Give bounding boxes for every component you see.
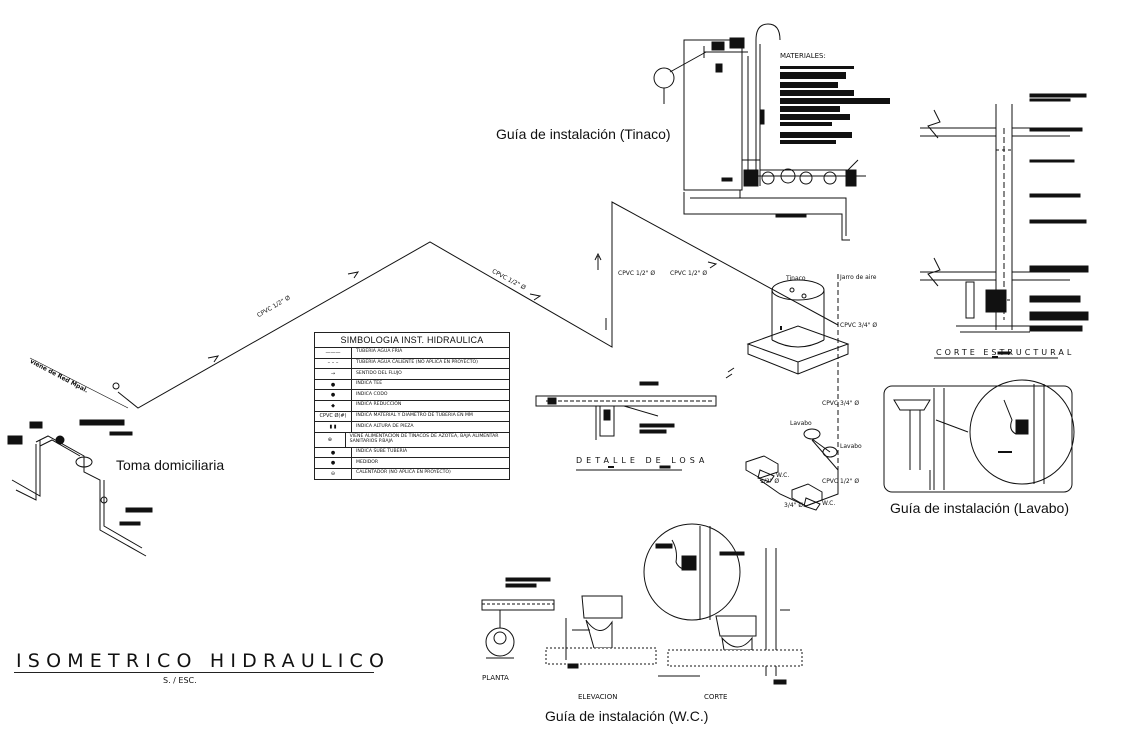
tinaco-guide (653, 23, 866, 241)
legend-text: TUBERIA AGUA CALIENTE (NO APLICA EN PROY… (356, 359, 478, 365)
materials-list (780, 66, 890, 144)
legend-symbol: CPVC Ø(#) (315, 411, 352, 422)
lavabo-label: Lavabo (790, 420, 812, 427)
legend-text: VIENE ALIMENTACION DE TINACOS DE AZOTEA,… (349, 433, 499, 444)
legend-heading: SIMBOLOGIA INST. HIDRAULICA (315, 333, 509, 348)
legend-symbol: ● (315, 379, 352, 390)
drawing-title: ISOMETRICO HIDRAULICO (16, 650, 391, 672)
tinaco-isometric (746, 279, 850, 375)
detalle-losa (535, 381, 717, 471)
lavabo-label-2: Lavabo (840, 443, 862, 450)
legend-text: INDICA SUBE TUBERIA (356, 449, 408, 455)
legend-row: ⊕VIENE ALIMENTACION DE TINACOS DE AZOTEA… (315, 432, 509, 448)
legend-table: SIMBOLOGIA INST. HIDRAULICA ——— TUBERIA A… (314, 332, 510, 480)
detalle-losa-caption: DETALLE DE LOSA (576, 456, 709, 465)
isometric-pipe-run (117, 201, 839, 490)
wc-label-1: W.C. (776, 472, 790, 479)
legend-rows: ——— TUBERIA AGUA FRIA – – – TUBERIA AGUA CA… (315, 348, 509, 479)
diameter-label-2: 3/4" Ø (784, 502, 804, 509)
legend-symbol: ⊕ (315, 432, 346, 447)
toma-caption: Toma domiciliaria (116, 457, 225, 473)
pipe-label-6: CPVC 3/4" Ø (822, 400, 860, 407)
tinaco-label: Tinaco (786, 275, 806, 282)
corte-label: CORTE (704, 693, 728, 701)
legend-symbol: ——— (315, 348, 352, 358)
legend-row: ⊖ CALENTADOR (NO APLICA EN PROYECTO) (315, 468, 509, 479)
corte-estructural (920, 93, 1089, 355)
legend-text: TUBERIA AGUA FRIA (356, 349, 403, 355)
title-underline (14, 672, 374, 673)
pipe-label-4: CPVC 1/2" Ø (670, 270, 708, 277)
legend-symbol: ● (315, 390, 352, 400)
isometric-fixtures (745, 428, 839, 511)
legend-symbol: ▮ ▮ (315, 422, 352, 432)
wc-guide-caption: Guía de instalación (W.C.) (545, 708, 709, 724)
materials-heading: MATERIALES: (780, 52, 826, 60)
legend-row: CPVC Ø(#) INDICA MATERIAL Y DIAMETRO DE T… (315, 411, 509, 423)
legend-symbol: ⊖ (315, 468, 352, 479)
corte-estructural-caption: CORTE ESTRUCTURAL (936, 348, 1075, 357)
legend-symbol: – – – (315, 358, 352, 369)
legend-row: – – – TUBERIA AGUA CALIENTE (NO APLICA EN… (315, 358, 509, 370)
annotation-bars (608, 326, 998, 468)
legend-row: ● INDICA TEE (315, 379, 509, 391)
legend-row: ● MEDIDOR (315, 458, 509, 469)
legend-symbol: ◆ (315, 400, 352, 411)
lavabo-guide-caption: Guía de instalación (Lavabo) (890, 500, 1069, 516)
legend-row: ● INDICA SUBE TUBERIA (315, 447, 509, 459)
elevacion-label: ELEVACION (578, 693, 618, 701)
planta-label: PLANTA (482, 674, 509, 682)
legend-row: ● INDICA CODO (315, 390, 509, 401)
legend-symbol: ● (315, 458, 352, 468)
legend-symbol: ● (315, 447, 352, 458)
wc-label-2: W.C. (822, 500, 836, 507)
legend-text: SENTIDO DEL FLUJO (356, 370, 402, 376)
pipe-label-7: CPVC 1/2" Ø (822, 478, 860, 485)
legend-text: INDICA ALTURA DE PIEZA (356, 423, 414, 429)
legend-row: → SENTIDO DEL FLUJO (315, 369, 509, 380)
legend-text: INDICA MATERIAL Y DIAMETRO DE TUBERIA EN… (356, 412, 473, 418)
jarro-aire-label: Jarro de aire (840, 274, 877, 281)
lavabo-guide (883, 379, 1075, 493)
legend-row: ——— TUBERIA AGUA FRIA (315, 348, 509, 359)
pipe-label-3: CPVC 1/2" Ø (618, 270, 656, 277)
legend-text: INDICA REDUCCIÓN (356, 402, 402, 408)
legend-text: INDICA CODO (356, 391, 388, 397)
legend-text: MEDIDOR (356, 459, 379, 465)
pipe-label-5: CPVC 3/4" Ø (840, 322, 878, 329)
legend-row: ▮ ▮ INDICA ALTURA DE PIEZA (315, 422, 509, 433)
diameter-label-1: 1/2" Ø (760, 478, 780, 485)
scale-label: S. / ESC. (163, 676, 197, 685)
wc-guide (481, 523, 803, 685)
legend-row: ◆ INDICA REDUCCIÓN (315, 400, 509, 412)
tinaco-guide-caption: Guía de instalación (Tinaco) (496, 126, 671, 142)
legend-symbol: → (315, 369, 352, 379)
toma-domiciliaria (7, 357, 153, 557)
legend-text: INDICA TEE (356, 381, 383, 387)
legend-text: CALENTADOR (NO APLICA EN PROYECTO) (356, 470, 451, 476)
